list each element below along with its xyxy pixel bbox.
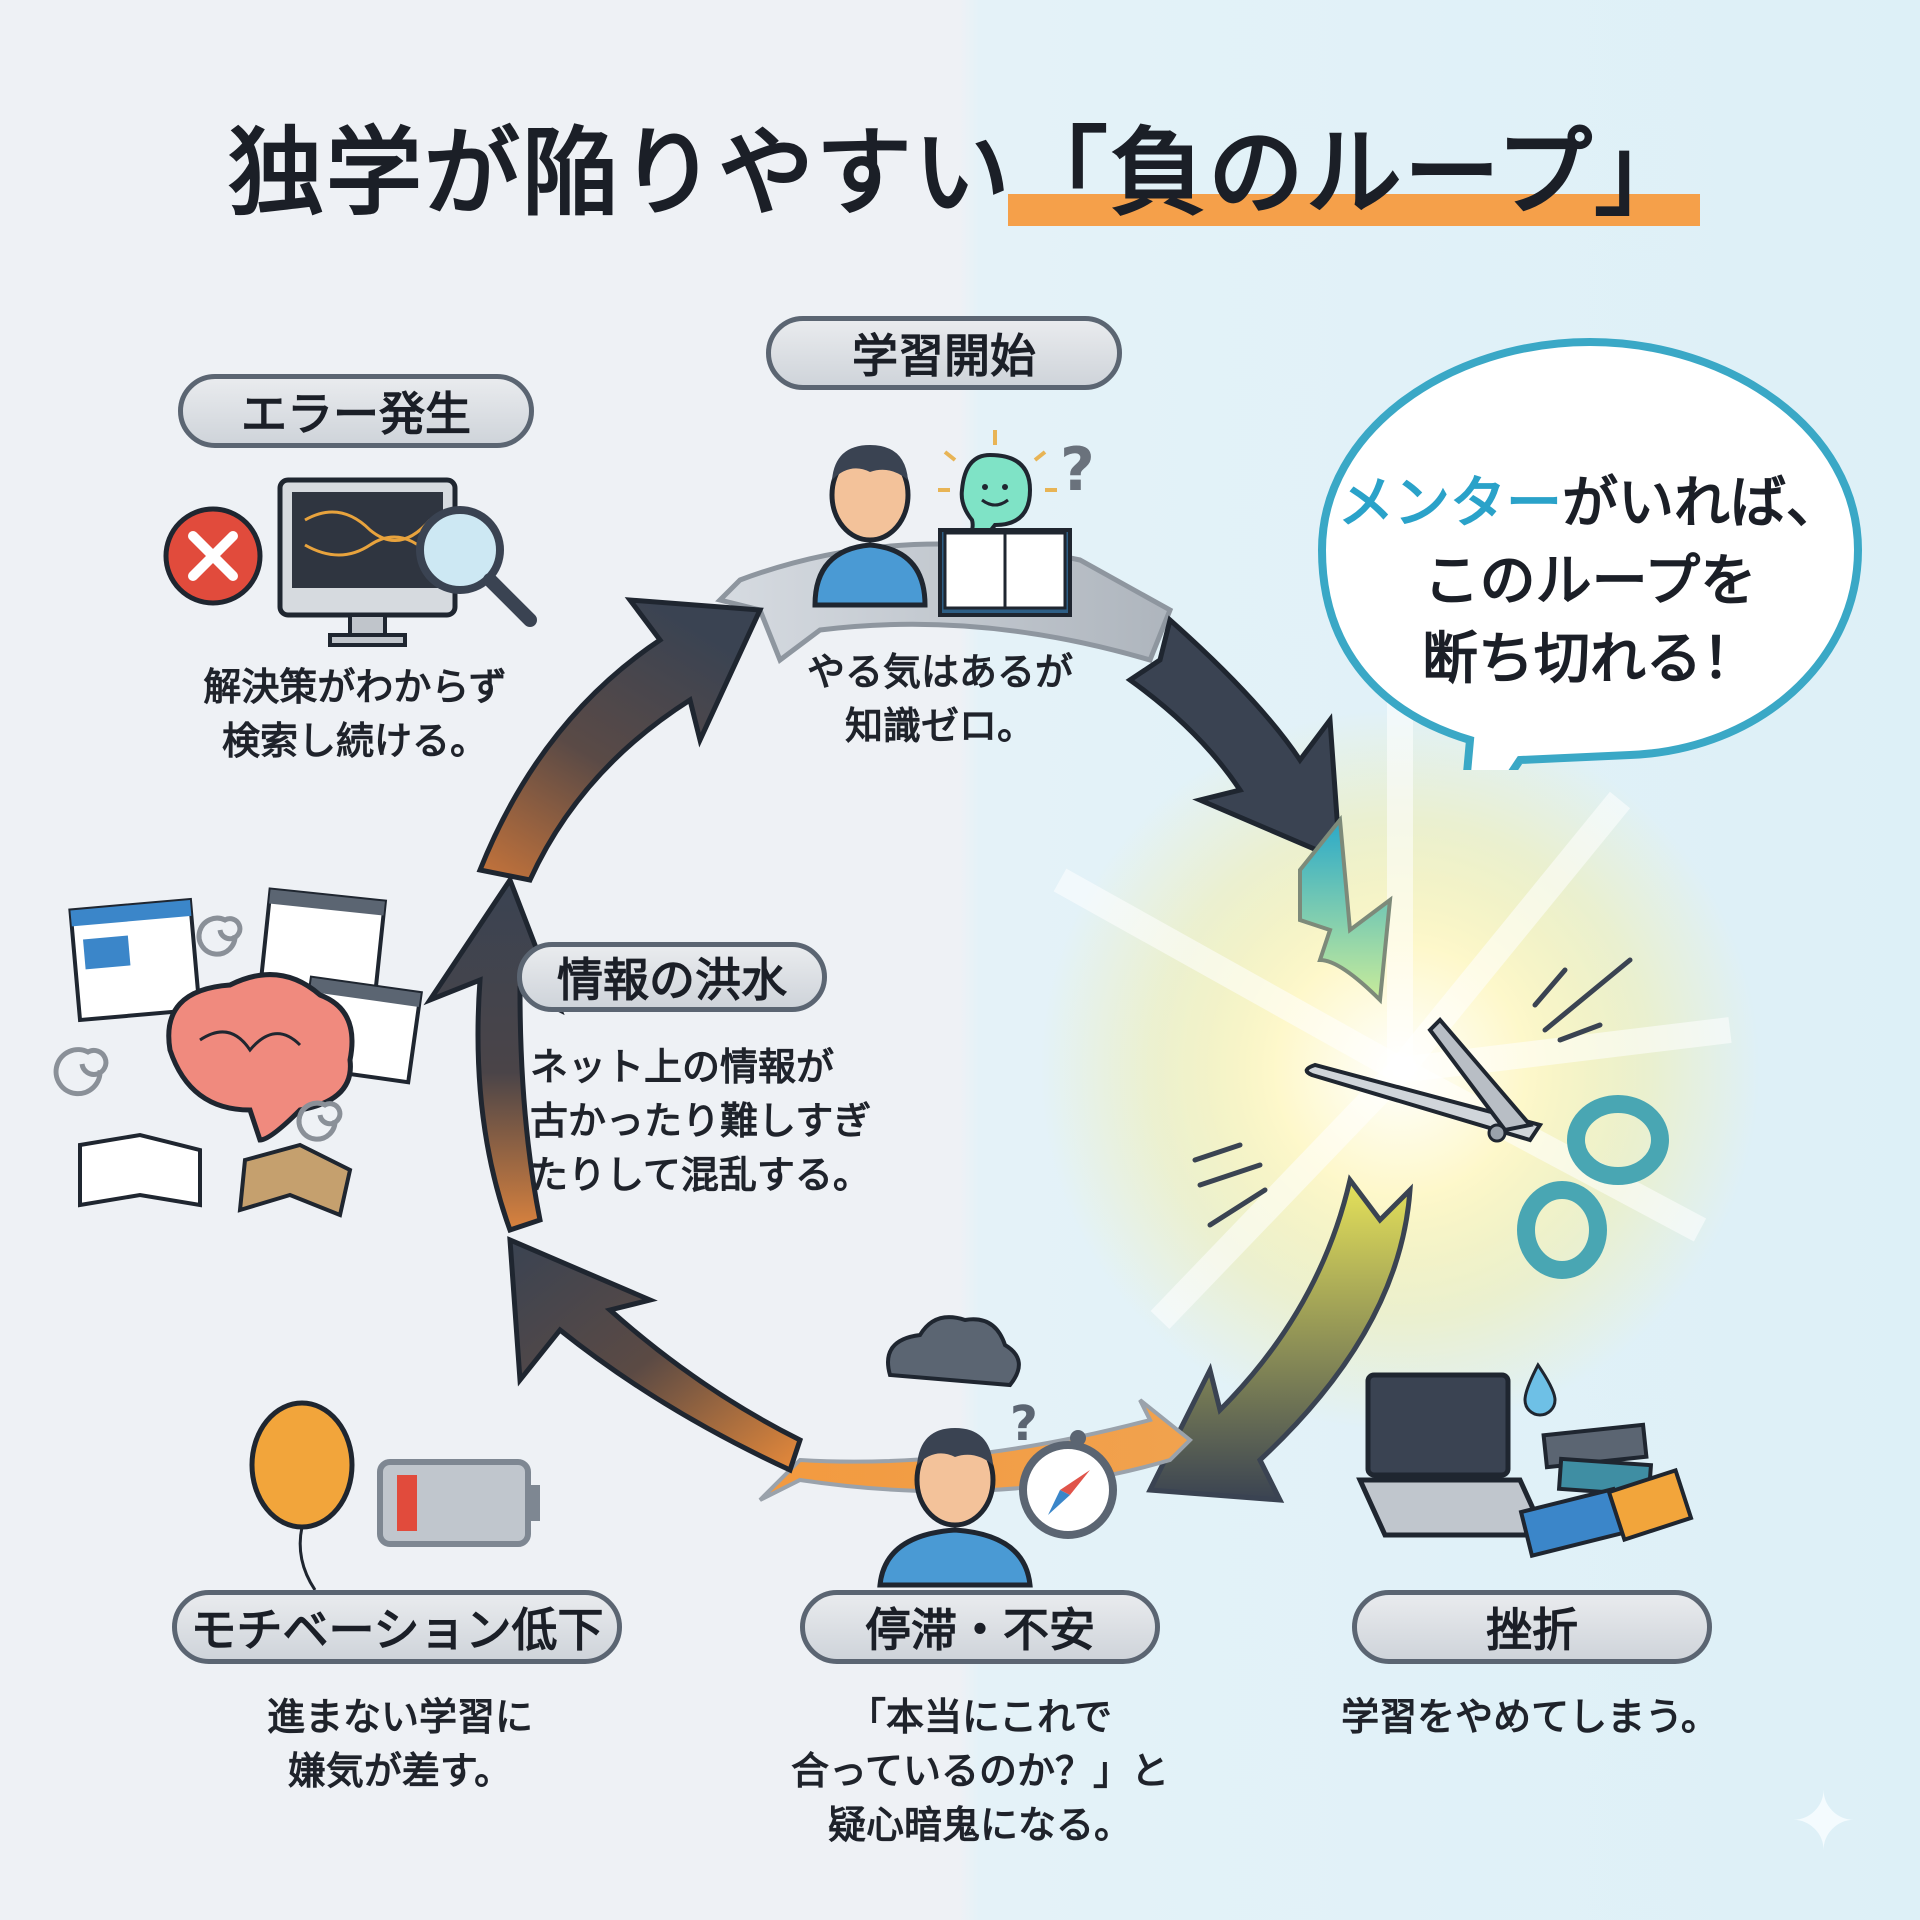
stage-desc-flood: ネット上の情報が 古かったり難しすぎ たりして混乱する。	[530, 1040, 890, 1202]
desc-line: 「本当にこれで	[847, 1695, 1113, 1739]
scissors-icon	[1192, 957, 1669, 1279]
stage-label-stagnation: 停滞・不安	[800, 1590, 1160, 1664]
question-mark-icon: ?	[1010, 1396, 1038, 1452]
callout-line2: このループを	[1423, 549, 1757, 614]
desc-line: やる気はあるが	[806, 650, 1073, 694]
open-notebook-icon	[938, 528, 1072, 617]
magnifier-icon	[416, 506, 537, 627]
book-stack-icon	[1518, 1422, 1694, 1559]
compass-icon	[1019, 1430, 1117, 1539]
sweat-drop-icon	[1523, 1362, 1557, 1417]
desc-line: ネット上の情報が	[530, 1045, 835, 1089]
stage-label-motivation: モチベーション低下	[172, 1590, 622, 1664]
low-battery-icon	[377, 1459, 540, 1547]
person-icon	[812, 445, 928, 608]
callout-accent: メンター	[1338, 471, 1562, 536]
loop-arrow-cut-top	[1298, 814, 1393, 1005]
loop-arrow-bottom-left	[507, 1236, 804, 1474]
stage-label-dropout: 挫折	[1352, 1590, 1712, 1664]
callout-line1: がいれば、	[1562, 471, 1842, 536]
loop-arrow-cut-bottom	[1146, 1174, 1413, 1503]
person-icon	[877, 1428, 1033, 1588]
desc-line: 合っているのか？」と	[790, 1749, 1170, 1793]
desc-line: 嫌気が差す。	[287, 1749, 513, 1793]
desc-line: 疑心暗鬼になる。	[827, 1803, 1132, 1847]
desc-line: 古かったり難しすぎ	[530, 1099, 872, 1143]
question-mark-icon: ?	[1060, 435, 1095, 505]
book-icon	[78, 1132, 353, 1218]
callout-text: メンターがいれば、 このループを 断ち切れる！	[1320, 465, 1860, 699]
loop-arrow-top-right	[1125, 615, 1343, 864]
lightbulb-idea-icon	[938, 430, 1057, 548]
loop-arrow-upper-left	[476, 597, 764, 883]
monitor-code-icon	[277, 477, 458, 647]
stage-desc-dropout: 学習をやめてしまう。	[1330, 1690, 1730, 1744]
page-title: 独学が陥りやすい「負のループ」	[0, 95, 1920, 234]
dark-cloud-icon	[886, 1315, 1021, 1388]
brain-icon	[166, 972, 355, 1143]
stage-label-flood: 情報の洪水	[517, 942, 827, 1012]
desc-line: 進まない学習に	[266, 1695, 533, 1739]
stage-desc-start: やる気はあるが 知識ゼロ。	[760, 645, 1120, 753]
balloon-icon	[249, 1400, 355, 1591]
speech-bubble	[1317, 337, 1863, 770]
desc-line: 検索し続ける。	[221, 719, 488, 763]
desc-line: 解決策がわからず	[203, 665, 507, 709]
stage-label-error: エラー発生	[178, 374, 534, 448]
swirl-icon	[53, 915, 343, 1142]
callout-line3: 断ち切れる！	[1422, 627, 1758, 692]
light-burst	[1040, 700, 1760, 1430]
stage-desc-motivation: 進まない学習に 嫌気が差す。	[200, 1690, 600, 1798]
desc-line: たりして混乱する。	[530, 1153, 871, 1197]
sparkle-icon: ✦	[1790, 1775, 1858, 1868]
stage-desc-stagnation: 「本当にこれで 合っているのか？」と 疑心暗鬼になる。	[780, 1690, 1180, 1852]
desc-line: 知識ゼロ。	[844, 704, 1035, 748]
title-highlight: 「負のループ」	[1007, 95, 1701, 234]
stage-label-start: 学習開始	[766, 316, 1122, 390]
title-prefix: 独学が陥りやすい	[227, 117, 1012, 229]
stage-desc-error: 解決策がわからず 検索し続ける。	[165, 660, 545, 768]
error-x-icon	[163, 506, 263, 606]
desc-line: 学習をやめてしまう。	[1341, 1695, 1719, 1739]
